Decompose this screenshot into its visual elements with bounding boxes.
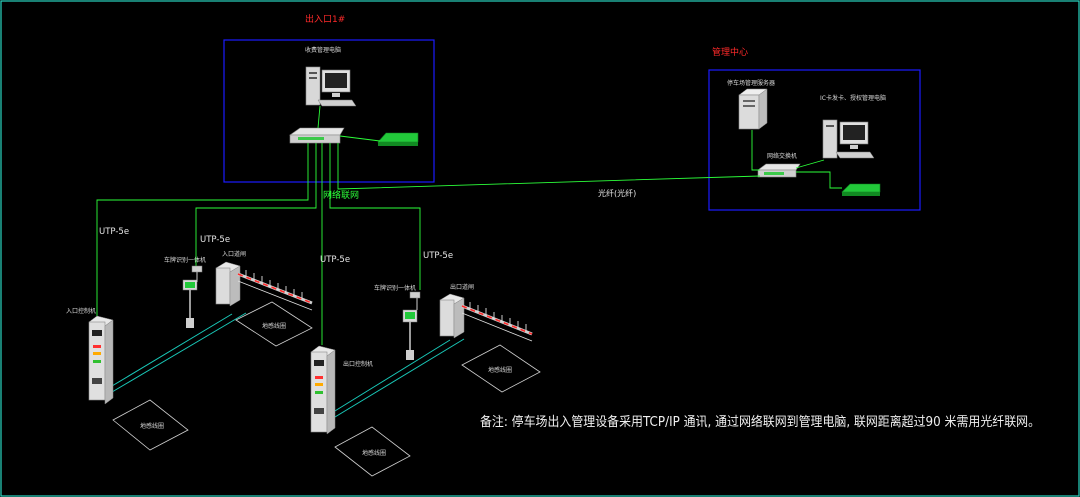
entrance-pc-icon: [305, 66, 357, 107]
network-backbone-label: 网络联网: [323, 189, 359, 201]
mgmt-printer-icon: [841, 183, 881, 196]
entry-barrier-label: 入口道闸: [222, 250, 246, 258]
ground-loop-2: [235, 301, 313, 347]
cable-label-2: UTP-5e: [200, 235, 230, 245]
server-icon: [738, 88, 768, 130]
exit-camera: [402, 291, 421, 360]
loop-label-4: 地感线圈: [488, 366, 512, 374]
fiber-link-label: 光纤(光纤): [598, 188, 636, 198]
entrance-area-title: 出入口1#: [305, 13, 345, 25]
entry-camera-label: 车牌识别一体机: [164, 256, 206, 264]
exit-barrier: [439, 293, 533, 342]
ground-loop-3: [334, 426, 411, 477]
ticket-printer-icon: [377, 132, 419, 146]
remark-note: 备注: 停车场出入管理设备采用TCP/IP 通讯, 通过网络联网到管理电脑, 联…: [480, 414, 1040, 430]
server-label: 停车场管理服务器: [727, 79, 775, 87]
entry-barrier: [215, 261, 313, 311]
loop-label-2: 地感线圈: [262, 322, 286, 330]
mgmt-center-box: [708, 69, 921, 211]
loop-label-1: 地感线圈: [140, 422, 164, 430]
ground-loop-1: [112, 399, 189, 451]
mgmt-center-title: 管理中心: [712, 46, 748, 58]
cable-label-3: UTP-5e: [320, 255, 350, 265]
exit-barrier-label: 出口道闸: [450, 283, 474, 291]
mgmt-switch-icon: [757, 163, 801, 178]
network-cabling: [96, 105, 842, 345]
entrance-switch-icon: [289, 127, 345, 144]
entrance-pc-label: 收费管理电脑: [305, 46, 341, 54]
cable-label-4: UTP-5e: [423, 251, 453, 261]
entry-camera: [182, 265, 203, 328]
entry-terminal-label: 入口控制机: [66, 307, 96, 315]
entry-terminal: [88, 315, 114, 405]
exit-camera-label: 车牌识别一体机: [374, 284, 416, 292]
network-switch-label: 网络交换机: [767, 152, 797, 160]
mgmt-pc-icon: [822, 119, 875, 159]
loop-label-3: 地感线圈: [362, 449, 386, 457]
lane-lines: [111, 312, 465, 421]
exit-terminal: [310, 345, 336, 435]
cable-label-1: UTP-5e: [99, 227, 129, 237]
ic-card-pc-label: IC卡发卡、授权管理电脑: [820, 94, 886, 102]
exit-terminal-label: 出口控制机: [343, 360, 373, 368]
entrance-area-box: [223, 39, 435, 183]
ground-loop-4: [461, 344, 541, 393]
